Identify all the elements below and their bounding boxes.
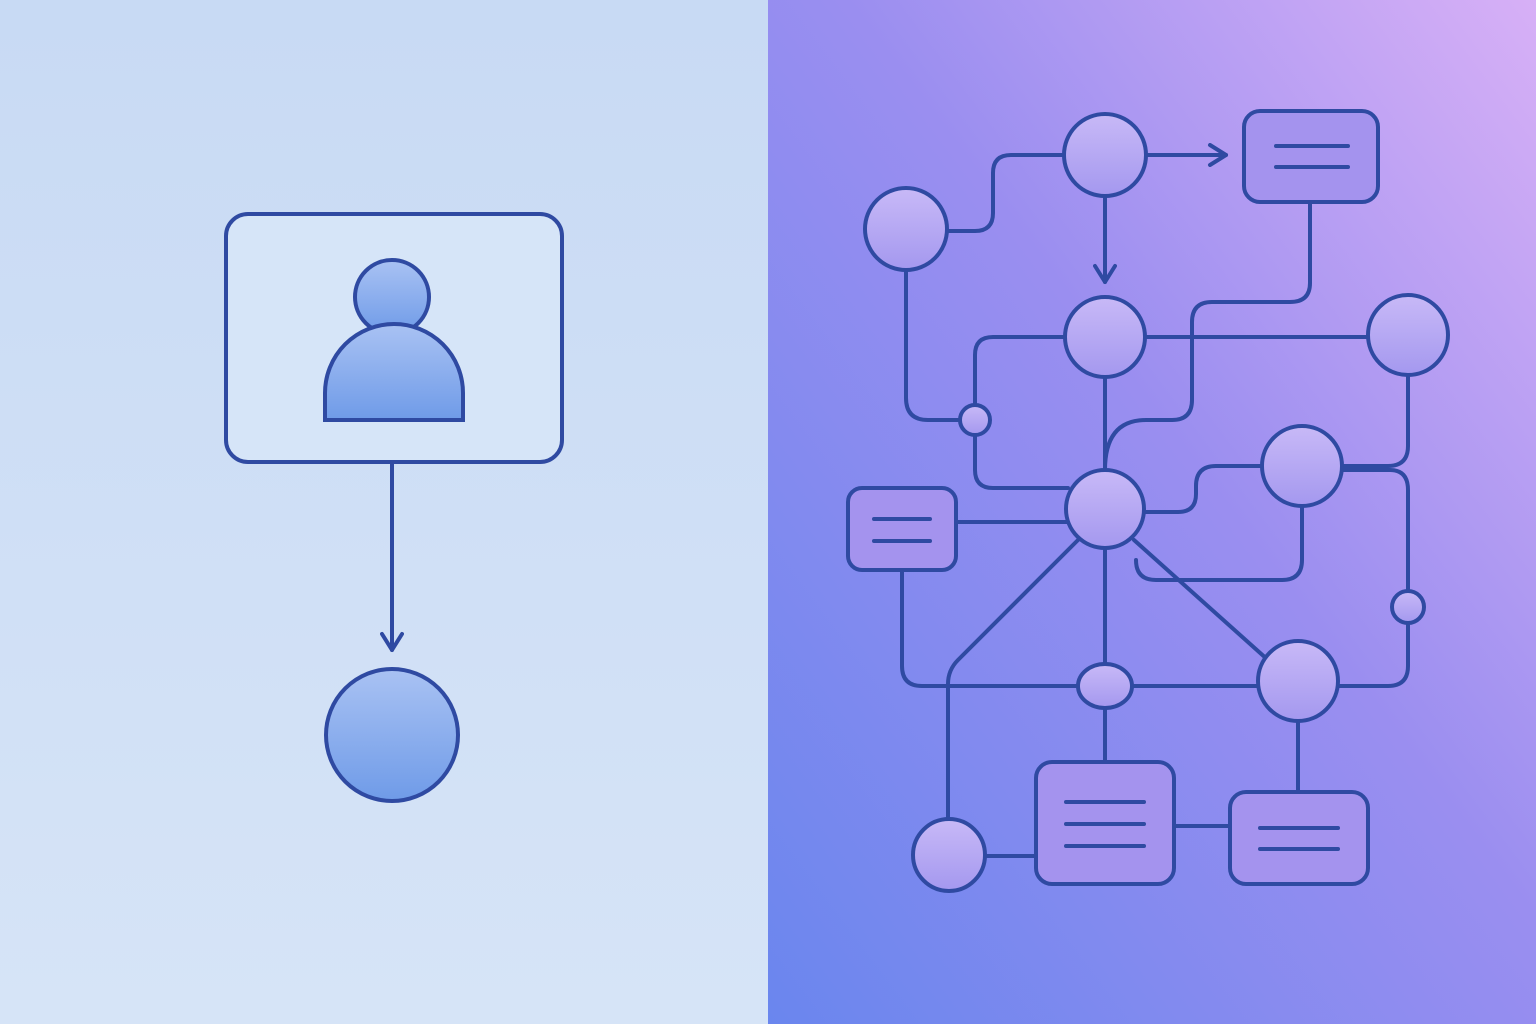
- network-circle-nodes: [863, 112, 1450, 893]
- text-card-node-2: [846, 486, 958, 572]
- hub-circle-node: [1064, 468, 1146, 550]
- circle-node-c5: [1260, 424, 1344, 508]
- circle-node-c3: [1063, 295, 1147, 379]
- text-lines-icon: [1064, 800, 1146, 848]
- circle-node-c7: [1256, 639, 1340, 723]
- person-icon: [323, 258, 465, 422]
- network-card-nodes: [846, 109, 1380, 886]
- edge-hub-diag-right: [1132, 538, 1270, 662]
- circle-node-c4: [1366, 293, 1450, 377]
- edge-j3-c7: [1336, 622, 1410, 688]
- edge-j1-hub: [973, 335, 1070, 490]
- edge-c1-c2: [944, 153, 1067, 233]
- right-panel: [846, 109, 1450, 893]
- edge-c1-j1: [904, 268, 960, 422]
- left-panel: [224, 212, 564, 803]
- text-card-node-4: [1228, 790, 1370, 886]
- edge-card2-row: [900, 568, 1260, 688]
- left-panel-background: [0, 0, 768, 1024]
- text-lines-icon: [1258, 826, 1340, 851]
- edge-hub-diag-left: [946, 538, 1080, 822]
- junction-node-j1: [958, 403, 992, 437]
- network-edges: [900, 143, 1410, 858]
- edge-c5-loop: [1134, 504, 1304, 582]
- text-card-node-3: [1034, 760, 1176, 886]
- junction-node-j3: [1390, 589, 1426, 625]
- edge-hub-c5: [1142, 464, 1264, 514]
- person-body: [323, 322, 465, 422]
- circle-node-c1: [863, 186, 949, 272]
- text-lines-icon: [872, 517, 932, 543]
- circle-node-c2: [1062, 112, 1148, 198]
- junction-node-j2: [1076, 662, 1134, 710]
- edge-c5-j3: [1341, 468, 1410, 592]
- edge-c4-c5: [1341, 374, 1410, 468]
- text-card-node-1: [1242, 109, 1380, 204]
- edge-card1-hub: [1103, 201, 1312, 472]
- text-lines-icon: [1274, 144, 1350, 169]
- target-circle-node: [324, 667, 460, 803]
- circle-node-c6: [911, 817, 987, 893]
